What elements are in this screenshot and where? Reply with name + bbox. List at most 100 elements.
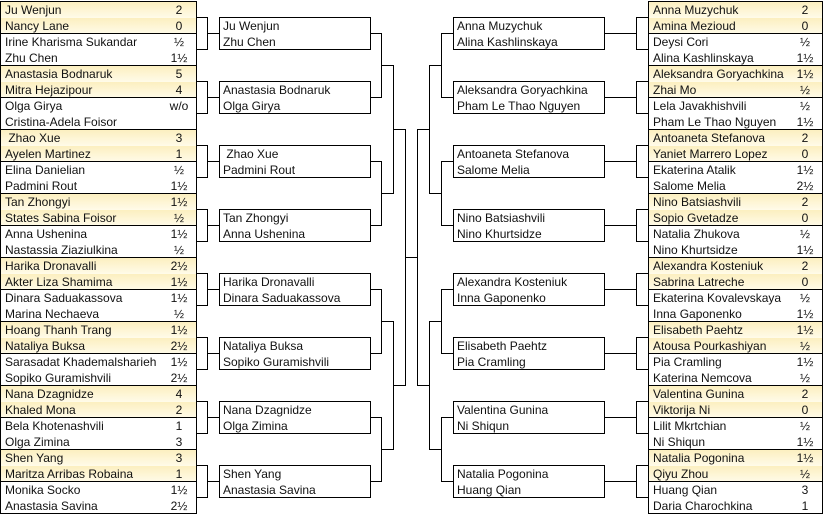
player-row[interactable]: Olga Zimina [220,418,370,434]
player-row[interactable]: Nino Batsiashvili [454,210,604,226]
bracket-line [207,353,219,354]
player-row[interactable]: Zhao Xue [220,146,370,162]
player-row[interactable]: Anna Muzychuk [454,18,604,34]
player-name: Aleksandra Goryachkina [457,83,588,97]
player-row[interactable]: Harika Dronavalli [220,274,370,290]
player-row[interactable]: Anastasia Bodnaruk [220,82,370,98]
player-row[interactable]: Nana Dzagnidze [220,402,370,418]
player-row[interactable]: Sopiko Guramishvili [220,354,370,370]
player-row[interactable]: Anna Ushenina [220,226,370,242]
player-row[interactable]: Antoaneta Stefanova [454,146,604,162]
player-name: Salome Melia [653,179,726,193]
bracket-line [417,129,429,130]
player-row[interactable]: Zhu Chen [220,34,370,50]
player-row[interactable]: Ju Wenjun [220,18,370,34]
player-row[interactable]: Padmini Rout [220,162,370,178]
player-row[interactable]: Ni Shiqun [454,418,604,434]
player-row[interactable]: Inna Gaponenko [454,290,604,306]
player-row[interactable]: Nino Khurtsidze [454,226,604,242]
player-row[interactable]: Huang Qian [454,482,604,498]
player-row[interactable]: Pia Cramling [454,354,604,370]
player-row[interactable]: Anastasia Savina [220,482,370,498]
player-row[interactable]: Alina Kashlinskaya [454,34,604,50]
player-row[interactable]: Valentina Gunina [454,402,604,418]
player-row[interactable]: Natalia Pogonina [454,466,604,482]
player-row[interactable]: Tan Zhongyi [220,210,370,226]
player-row[interactable]: Nataliya Buksa [220,338,370,354]
player-row[interactable]: Alexandra Kosteniuk [454,274,604,290]
player-row[interactable]: Aleksandra Goryachkina [454,82,604,98]
player-row[interactable]: Olga Girya [220,98,370,114]
player-row[interactable]: Dinara Saduakassova [220,290,370,306]
player-row[interactable]: Salome Melia [454,162,604,178]
player-row[interactable]: Cristina-Adela Foisor [1,114,196,130]
player-row[interactable]: Elisabeth Paehtz [454,338,604,354]
player-row[interactable]: Pham Le Thao Nguyen [454,98,604,114]
player-row[interactable]: Shen Yang [220,466,370,482]
